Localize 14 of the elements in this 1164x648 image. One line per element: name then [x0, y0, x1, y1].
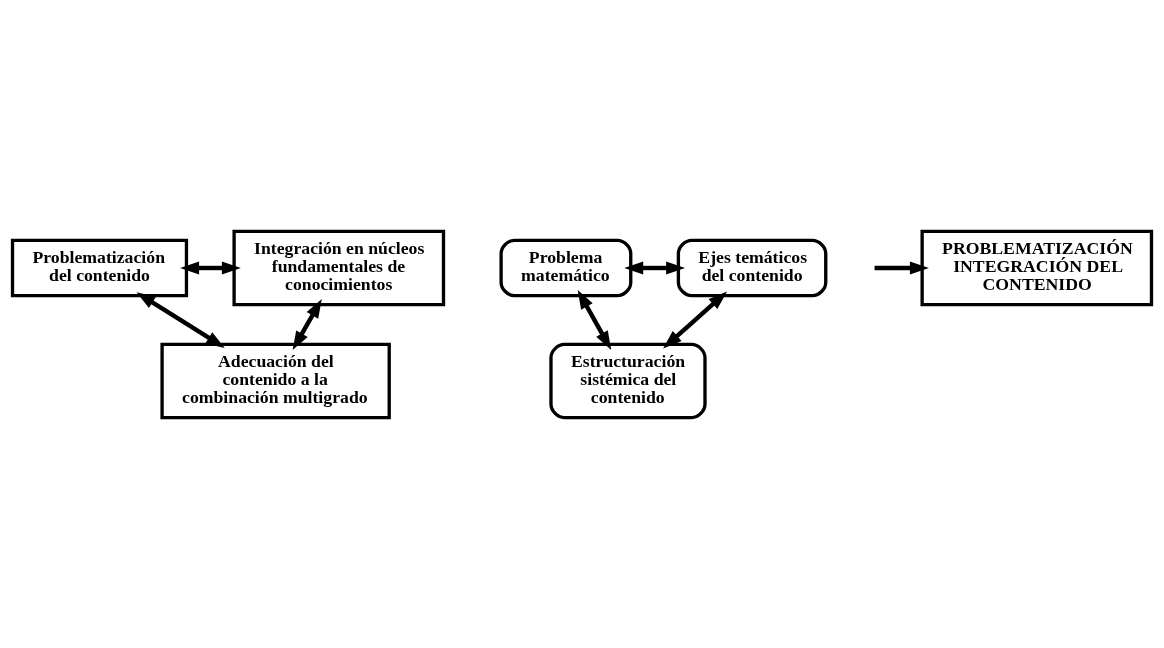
- node-box: Problema matemático: [499, 238, 633, 297]
- arrow: [136, 291, 225, 348]
- node-box: Adecuación del contenido a la combinación multigrado: [160, 342, 391, 419]
- arrow: [180, 260, 241, 275]
- node-box: Integración en núcleos fundamentales de conocimientos: [232, 229, 446, 306]
- arrow: [624, 260, 685, 275]
- node-box: Ejes temáticos del contenido: [676, 238, 828, 297]
- node-box: Estructuración sistémica del contenido: [549, 342, 707, 419]
- arrow: [292, 298, 322, 350]
- node-box: Problematización del contenido: [10, 238, 189, 297]
- arrow: [577, 289, 612, 350]
- arrow: [874, 260, 929, 275]
- arrow: [663, 290, 728, 349]
- node-box: PROBLEMATIZACIÓN INTEGRACIÓN DEL CONTENIDO: [920, 229, 1154, 306]
